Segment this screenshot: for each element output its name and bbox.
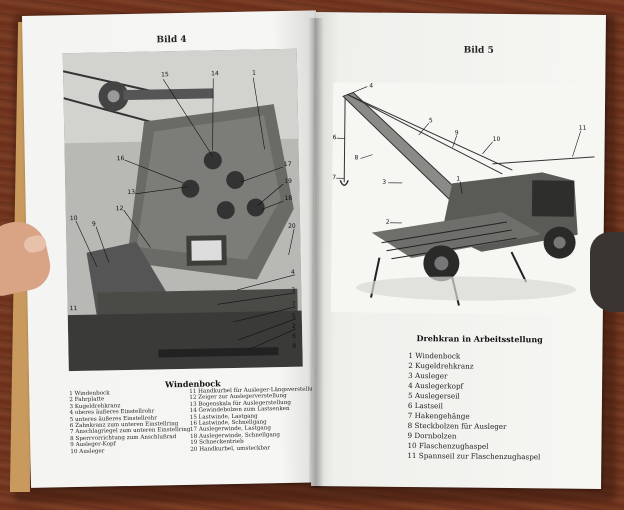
callout-4: 4 [290, 268, 295, 276]
callout-1: 1 [252, 69, 257, 77]
right-legend: 1 Windenbock 2 Kugeldrehkranz 3 Ausleger… [407, 351, 541, 462]
left-page-heading: Bild 4 [156, 34, 187, 46]
right-thumb [590, 232, 624, 312]
callout-13: 13 [127, 188, 136, 197]
callout-8: 8 [354, 154, 359, 162]
left-legend-column-1: 1 Windenbock 2 Fahrplatte 3 Kugeldrehkra… [69, 389, 191, 455]
left-legend-column-2: 11 Handkurbel für Ausleger-Längsverstell… [189, 386, 321, 453]
callout-6: 6 [332, 134, 337, 142]
callout-16: 16 [116, 155, 125, 163]
right-page-heading: Bild 5 [463, 45, 494, 56]
right-page: Bild 5 [311, 12, 606, 490]
callout-9: 9 [454, 129, 459, 137]
winch-photo-illustration [62, 48, 303, 372]
callout-1: 1 [456, 175, 461, 183]
callout-19: 19 [284, 177, 292, 185]
callout-12: 12 [115, 205, 124, 213]
callout-11: 11 [69, 304, 78, 313]
callout-3: 3 [291, 286, 296, 294]
book-gutter [308, 18, 324, 488]
callout-10: 10 [492, 135, 501, 143]
winch-photo: 15 14 1 16 17 19 18 13 12 10 9 20 4 3 7 … [62, 48, 303, 372]
callout-8: 8 [292, 342, 297, 350]
callout-7: 7 [291, 300, 296, 308]
callout-5: 5 [291, 312, 296, 320]
callout-2: 2 [385, 218, 390, 226]
right-page-caption: Drehkran in Arbeitsstellung [416, 333, 543, 345]
callout-5: 5 [428, 117, 433, 125]
callout-3: 3 [382, 178, 387, 186]
left-page: Bild 4 [22, 10, 326, 488]
callout-14: 14 [211, 70, 219, 78]
legend-item: 11 Spannseil zur Flaschenzughaspel [407, 450, 541, 462]
callout-18: 18 [284, 194, 293, 202]
callout-10: 10 [69, 214, 78, 223]
crane-truck-drawing [330, 82, 604, 315]
callout-17: 17 [283, 160, 292, 168]
callout-2: 2 [291, 322, 296, 330]
crane-truck-illustration: 4 5 9 10 11 6 8 3 1 7 2 [330, 82, 604, 315]
callout-4: 4 [369, 82, 374, 90]
callout-7: 7 [332, 174, 337, 182]
callout-11: 11 [578, 124, 587, 132]
callout-15: 15 [161, 71, 169, 79]
callout-20: 20 [288, 222, 296, 230]
callout-9: 9 [91, 220, 96, 228]
callout-6: 6 [292, 332, 297, 340]
legend-item: 10 Ausleger [70, 448, 105, 455]
